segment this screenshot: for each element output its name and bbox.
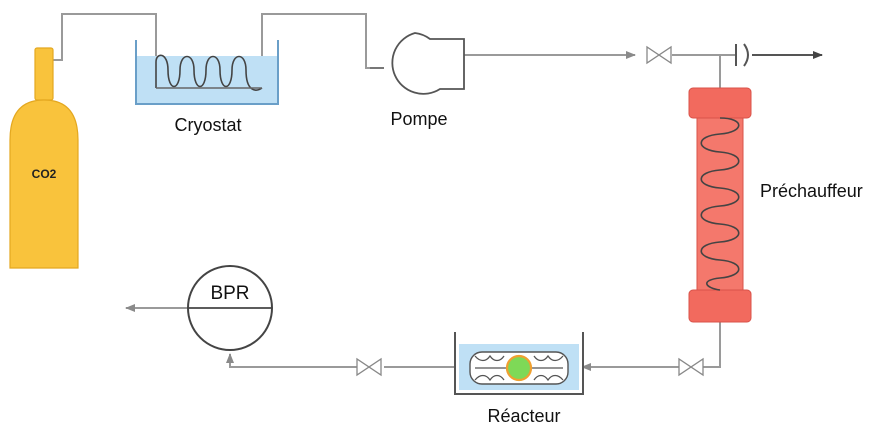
pipe-co2-to-cryostat [52, 13, 157, 88]
cryostat-label: Cryostat [174, 115, 241, 135]
vent-fitting [735, 43, 749, 67]
pipe-preheater-to-reactor [703, 320, 721, 368]
preheater-label: Préchauffeur [760, 181, 863, 201]
cryostat: Cryostat [135, 40, 279, 135]
cryostat-coil [155, 54, 263, 91]
preheater: Préchauffeur [688, 87, 863, 323]
reactor-core [505, 354, 533, 382]
valve-bottom-left [356, 357, 382, 377]
co2-label: CO2 [32, 167, 57, 181]
valve-top [646, 45, 672, 65]
pipe-cryostat-to-pump [261, 13, 378, 88]
pump: Pompe [370, 32, 465, 129]
valve-bottom-right [678, 357, 704, 377]
bpr: BPR [187, 265, 273, 351]
reactor-label: Réacteur [487, 406, 560, 426]
reactor: Réacteur [454, 332, 584, 426]
co2-cylinder: CO2 [9, 47, 79, 269]
pump-label: Pompe [390, 109, 447, 129]
preheater-coil [700, 117, 740, 291]
pipe-valve-to-bpr [226, 353, 357, 368]
bpr-label: BPR [210, 283, 249, 304]
